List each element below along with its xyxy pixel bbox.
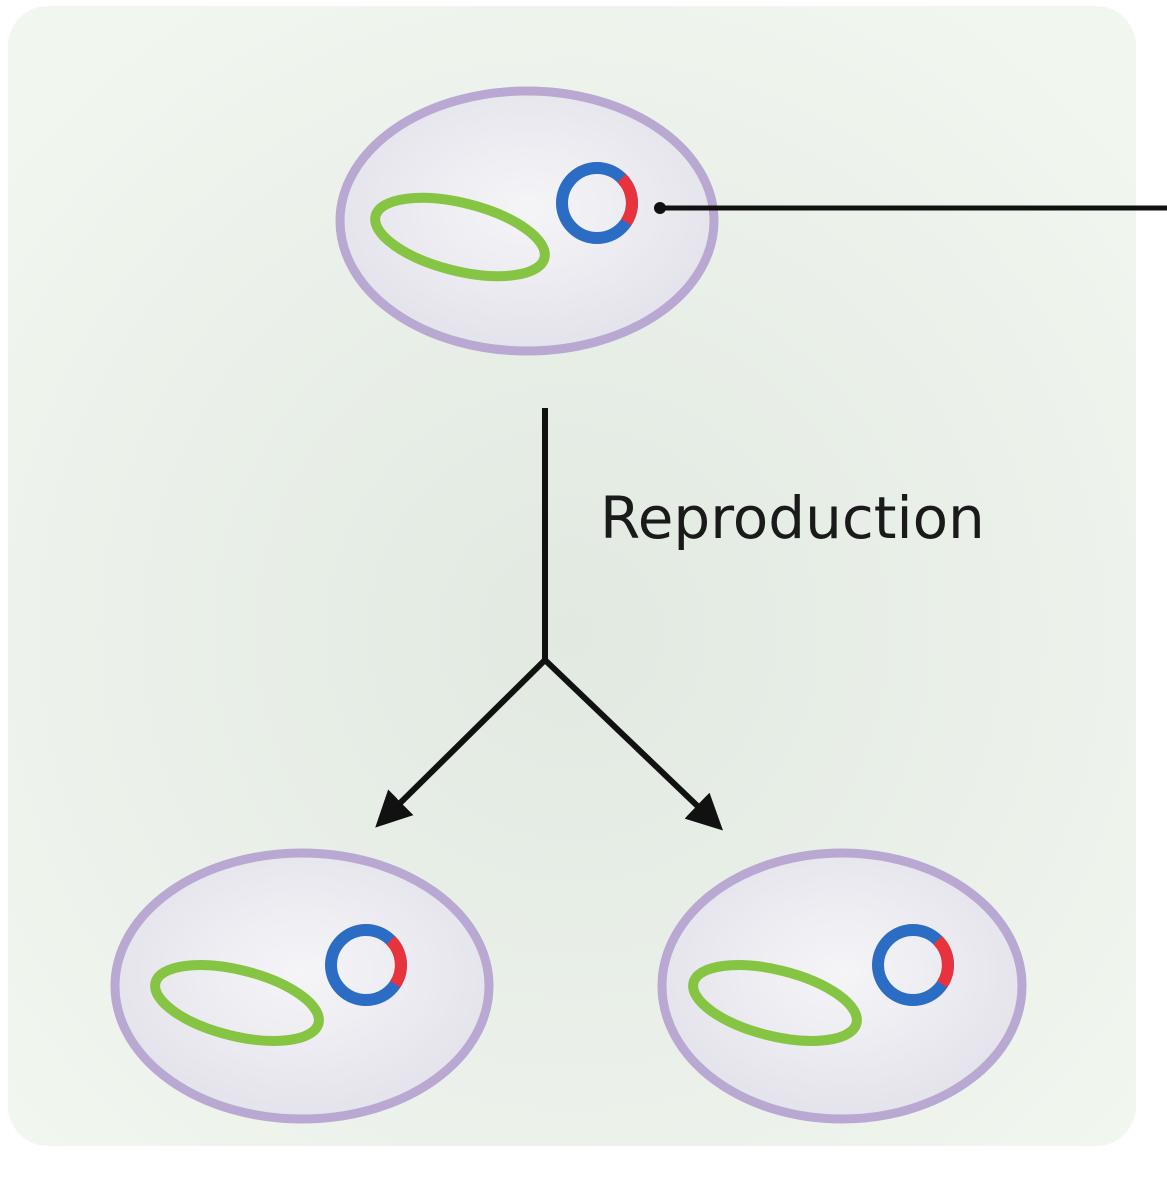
cell-membrane — [657, 848, 1027, 1124]
right-branch-arrow — [542, 657, 724, 831]
chromosome — [688, 960, 862, 1046]
pointer-dot — [654, 202, 666, 214]
chromosome — [150, 960, 324, 1046]
plasmid-gene — [933, 936, 954, 988]
plasmid-gene — [617, 174, 638, 226]
parent-cell — [335, 86, 1167, 356]
cell-membrane — [110, 848, 494, 1124]
daughter-cell-left — [110, 848, 494, 1124]
process-label: Reproduction — [600, 484, 985, 552]
daughter-cell-right — [657, 848, 1027, 1124]
cell-membrane — [335, 86, 719, 356]
reproduction-arrow — [375, 408, 724, 831]
chromosome — [370, 192, 550, 282]
left-branch-arrow — [375, 657, 548, 828]
plasmid-gene — [386, 936, 407, 988]
